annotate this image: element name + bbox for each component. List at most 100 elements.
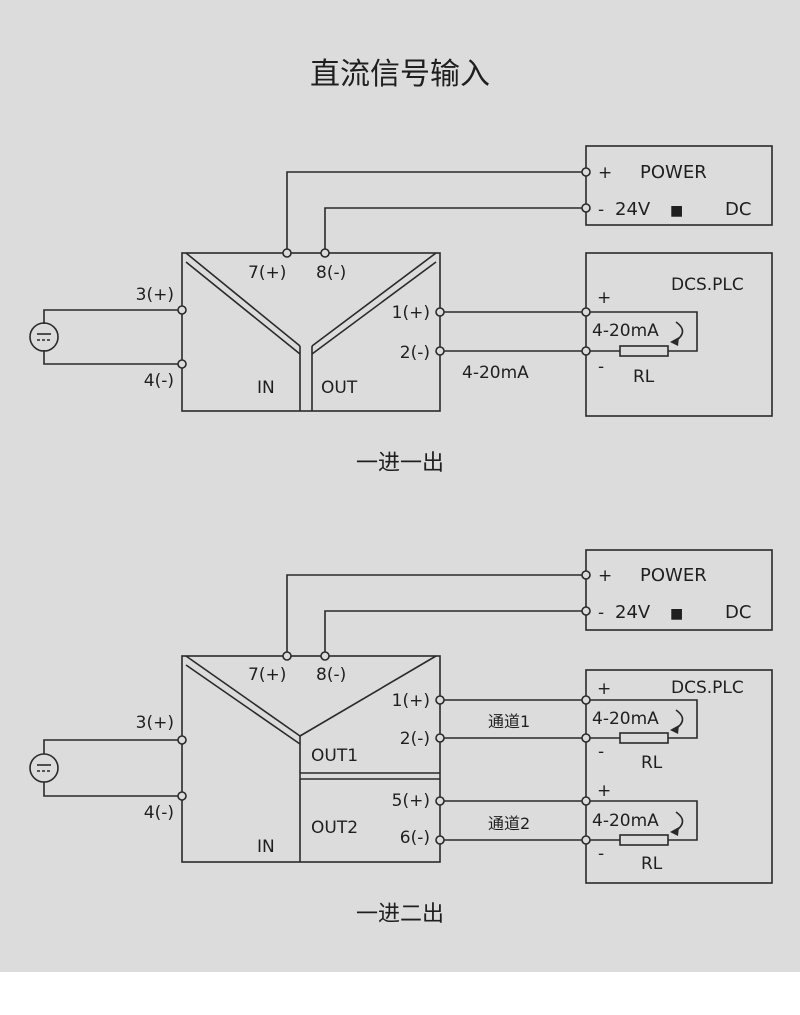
current-arrow-icon	[670, 337, 679, 346]
terminal-6	[435, 835, 445, 845]
module-divider-left	[185, 252, 301, 347]
power-plus-wire	[286, 171, 586, 253]
dcs-current-label: 4-20mA	[592, 321, 659, 341]
input-minus-wire	[43, 350, 182, 365]
dcs-plus-label: +	[597, 288, 611, 308]
dcs-ch1-minus-label: -	[598, 742, 604, 762]
terminal-1	[435, 695, 445, 705]
dcs-plus-terminal	[581, 307, 591, 317]
power-minus-terminal	[581, 203, 591, 213]
resistor-rl-label: RL	[633, 367, 655, 387]
dcs-plc-label: DCS.PLC	[671, 275, 744, 295]
input-minus-wire	[43, 782, 182, 797]
resistor-rl-2-icon	[619, 834, 669, 846]
power-plus-terminal	[581, 570, 591, 580]
terminal-2	[435, 346, 445, 356]
terminal-7-label: 7(+)	[248, 665, 286, 685]
power-square-symbol: ■	[670, 203, 683, 219]
terminal-5	[435, 796, 445, 806]
dcs-minus-label: -	[598, 357, 604, 377]
dc-source-icon	[29, 753, 59, 783]
terminal-4	[177, 791, 187, 801]
terminal-7	[282, 248, 292, 258]
terminal-8-label: 8(-)	[316, 263, 346, 283]
power-voltage-label: 24V	[615, 199, 651, 220]
power-name-label: POWER	[640, 162, 707, 183]
resistor-rl-1-icon	[619, 732, 669, 744]
isolator-module	[181, 655, 441, 863]
dcs-minus-terminal	[581, 346, 591, 356]
input-plus-wire	[43, 309, 182, 324]
terminal-3-label: 3(+)	[136, 713, 174, 733]
dcs-ch2-plus-terminal	[581, 796, 591, 806]
module-divider-left	[185, 655, 301, 737]
diagram-2-caption: 一进二出	[356, 902, 444, 927]
power-minus-label: -	[598, 603, 604, 623]
dcs-ch2-current-label: 4-20mA	[592, 811, 659, 831]
module-out1-label: OUT1	[311, 746, 358, 766]
power-square-symbol: ■	[670, 606, 683, 622]
module-out-label: OUT	[321, 378, 358, 398]
module-divider-left-inner	[185, 261, 301, 355]
terminal-5-label: 5(+)	[392, 791, 430, 811]
dcs-plc-box	[585, 669, 773, 884]
terminal-3-label: 3(+)	[136, 285, 174, 305]
diagram-background	[0, 0, 800, 972]
dcs-ch1-plus-label: +	[597, 679, 611, 699]
power-minus-label: -	[598, 200, 604, 220]
power-minus-wire	[324, 610, 586, 656]
power-plus-terminal	[581, 167, 591, 177]
terminal-4-label: 4(-)	[144, 803, 174, 823]
diagram-one-in-two-out: + POWER - 24V ■ DC 7(+) 8(-) 3(+) 4(-) 1…	[29, 549, 773, 927]
power-supply-box	[585, 549, 773, 631]
power-plus-label: +	[598, 566, 612, 586]
power-plus-label: +	[598, 163, 612, 183]
dcs-loop-wire	[586, 311, 698, 352]
current-arrow-icon	[670, 725, 679, 734]
dc-source-icon	[29, 322, 59, 352]
power-name-label: POWER	[640, 565, 707, 586]
dcs-ch2-minus-terminal	[581, 835, 591, 845]
input-plus-wire	[43, 739, 182, 754]
dcs-ch2-plus-label: +	[597, 781, 611, 801]
terminal-2-label: 2(-)	[400, 343, 430, 363]
dcs-ch1-minus-terminal	[581, 733, 591, 743]
power-voltage-label: 24V	[615, 602, 651, 623]
resistor-rl-2-label: RL	[641, 854, 663, 874]
channel-1-label: 通道1	[488, 712, 530, 731]
power-plus-wire	[286, 574, 586, 656]
power-minus-terminal	[581, 606, 591, 616]
diagram-one-in-one-out: + POWER - 24V ■ DC 7(+) 8(-) 3(+) 4(-) 1…	[29, 145, 773, 476]
terminal-2	[435, 733, 445, 743]
module-divider-left-inner	[185, 664, 301, 745]
resistor-rl-1-label: RL	[641, 753, 663, 773]
module-divider-right	[311, 252, 437, 347]
page-title: 直流信号输入	[310, 57, 490, 92]
dcs-plc-box	[585, 252, 773, 417]
dcs-ch1-loop-wire	[586, 699, 698, 739]
current-arrow-icon	[670, 827, 679, 836]
terminal-7-label: 7(+)	[248, 263, 286, 283]
diagram-1-caption: 一进一出	[356, 451, 444, 476]
channel-2-label: 通道2	[488, 814, 530, 833]
terminal-8	[320, 651, 330, 661]
dcs-plc-label: DCS.PLC	[671, 678, 744, 698]
terminal-8-label: 8(-)	[316, 665, 346, 685]
resistor-rl-icon	[619, 345, 669, 357]
terminal-8	[320, 248, 330, 258]
module-divider-right-inner	[311, 261, 437, 355]
dcs-ch1-current-label: 4-20mA	[592, 709, 659, 729]
power-minus-wire	[324, 207, 586, 253]
power-dc-label: DC	[725, 602, 751, 623]
terminal-4	[177, 359, 187, 369]
power-dc-label: DC	[725, 199, 751, 220]
power-supply-box	[585, 145, 773, 226]
terminal-3	[177, 305, 187, 315]
terminal-1-label: 1(+)	[392, 691, 430, 711]
dcs-ch2-loop-wire	[586, 800, 698, 841]
output-signal-label: 4-20mA	[462, 363, 529, 383]
module-in-label: IN	[257, 837, 275, 857]
terminal-1	[435, 307, 445, 317]
